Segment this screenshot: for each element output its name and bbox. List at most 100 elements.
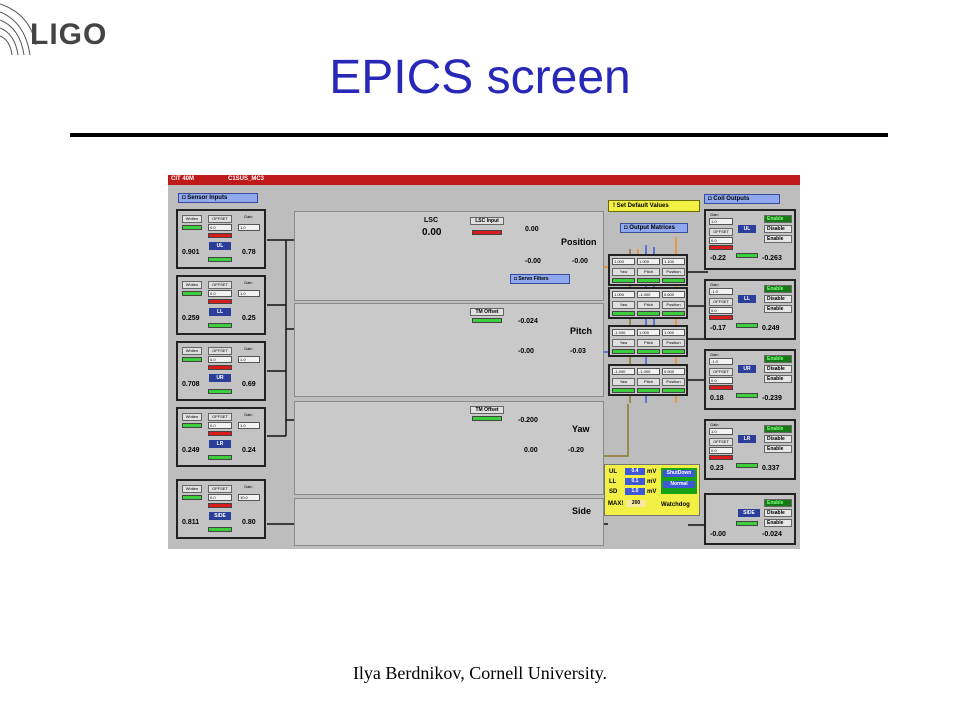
coil-gain-field[interactable]: 1.0 [709,428,733,435]
coil-tag-button[interactable]: UR [738,365,756,373]
coil-offset-field[interactable]: 0.0 [709,307,733,314]
sensor-offset-field[interactable]: 0.0 [208,494,232,501]
output-matrix-label[interactable]: Pitch [637,301,660,309]
coil-enable-button[interactable]: Enable [764,375,792,383]
sensor-gain-field[interactable]: 1.0 [238,356,260,363]
servo-filters-button[interactable]: ◘ Servo Filters [510,274,570,284]
coil-offset-led [709,245,733,250]
sensor-gain-field[interactable]: 10.0 [238,494,260,501]
output-matrix-cell[interactable]: 0.500 [662,368,685,375]
sensor-inputs-button[interactable]: ◘ Sensor Inputs [178,193,258,203]
wd-max-value[interactable]: 200 [626,500,646,507]
whiten-button[interactable]: Whiten [182,281,202,289]
sensor-gain-field[interactable]: 1.0 [238,422,260,429]
coil-offset-button[interactable]: OFFSET [709,298,733,306]
sensor-gain-field[interactable]: 1.0 [238,224,260,231]
coil-tag-button[interactable]: UL [738,225,756,233]
output-matrix-cell[interactable]: 1.100 [662,258,685,265]
sensor-tag-button[interactable]: LL [209,308,231,316]
coil-outputs-button[interactable]: ◘ Coil Outputs [704,194,780,204]
coil-offset-led [709,455,733,460]
output-matrix-label[interactable]: Pitch [637,339,660,347]
offset-button[interactable]: OFFSET [208,347,232,355]
output-matrix-led [662,311,685,316]
wd-row-1-unit: mV [647,479,657,485]
whiten-button[interactable]: Whiten [182,485,202,493]
coil-offset-button[interactable]: OFFSET [709,228,733,236]
coil-tag-button[interactable]: LL [738,295,756,303]
coil-offset-button[interactable]: OFFSET [709,438,733,446]
offset-button[interactable]: OFFSET [208,281,232,289]
output-matrix-label[interactable]: Position [662,378,685,386]
output-matrix-label[interactable]: Yaw [612,378,635,386]
output-matrix-label[interactable]: Yaw [612,268,635,276]
output-matrix-label[interactable]: Pitch [637,268,660,276]
coil-enable-button[interactable]: Enable [764,445,792,453]
output-matrix-cell[interactable]: -1.000 [637,291,660,298]
gain-label: Gain [244,412,253,417]
coil-disable-button[interactable]: Disable [764,509,792,517]
sensor-tag-button[interactable]: UL [209,242,231,250]
shutdown-button[interactable]: ShutDown [663,470,695,477]
sensor-offset-field[interactable]: 0.0 [208,422,232,429]
output-matrix-label[interactable]: Position [662,268,685,276]
sensor-tag-button[interactable]: SIDE [209,512,231,520]
coil-left-value: -0.00 [710,531,726,538]
output-matrix-label[interactable]: Position [662,301,685,309]
output-matrix-label[interactable]: Yaw [612,339,635,347]
output-matrix-cell[interactable]: 1.000 [637,329,660,336]
offset-led [208,299,232,304]
coil-offset-button[interactable]: OFFSET [709,368,733,376]
output-matrix-led [662,388,685,393]
set-default-values-button[interactable]: ! Set Default Values [608,200,700,212]
sensor-tag-button[interactable]: LR [209,440,231,448]
sensor-offset-field[interactable]: 0.0 [208,290,232,297]
coil-offset-field[interactable]: 0.0 [709,377,733,384]
output-matrix-cell[interactable]: 0.600 [662,291,685,298]
sensor-offset-field[interactable]: 0.0 [208,356,232,363]
offset-button[interactable]: OFFSET [208,485,232,493]
coil-gain-field[interactable]: 1.0 [709,218,733,225]
coil-tag-button[interactable]: LR [738,435,756,443]
output-matrix-cell[interactable]: 1.000 [612,291,635,298]
coil-disable-button[interactable]: Disable [764,435,792,443]
output-matrices-button[interactable]: ◘ Output Matrices [620,223,688,233]
coil-enable-button[interactable]: Enable [764,235,792,243]
whiten-button[interactable]: Whiten [182,215,202,223]
offset-button[interactable]: OFFSET [208,413,232,421]
lsc-input-button[interactable]: LSC Input [470,217,504,225]
yaw-tm-offset-button[interactable]: TM Offset [470,406,504,414]
output-matrix-cell[interactable]: 1.000 [637,258,660,265]
whiten-button[interactable]: Whiten [182,347,202,355]
coil-gain-field[interactable]: -1.0 [709,288,733,295]
coil-disable-button[interactable]: Disable [764,225,792,233]
output-matrix-cell[interactable]: -1.000 [637,368,660,375]
pitch-tm-offset-button[interactable]: TM Offset [470,308,504,316]
sensor-offset-field[interactable]: 0.0 [208,224,232,231]
sensor-tag-button[interactable]: UR [209,374,231,382]
sensor-out-led [208,323,232,328]
coil-gain-field[interactable]: -1.0 [709,358,733,365]
coil-offset-field[interactable]: 0.0 [709,447,733,454]
coil-enable-button[interactable]: Enable [764,305,792,313]
sensor-gain-field[interactable]: 1.0 [238,290,260,297]
output-matrix-label[interactable]: Pitch [637,378,660,386]
output-matrix-cell[interactable]: -1.000 [612,329,635,336]
coil-tag-button[interactable]: SIDE [738,509,760,517]
output-matrix-label[interactable]: Yaw [612,301,635,309]
output-matrix-label[interactable]: Position [662,339,685,347]
normal-button[interactable]: Normal [663,481,695,488]
whiten-button[interactable]: Whiten [182,413,202,421]
pitch-label: Pitch [570,326,593,336]
coil-offset-field[interactable]: 0.0 [709,237,733,244]
coil-disable-button[interactable]: Disable [764,295,792,303]
output-matrix-cell[interactable]: 1.000 [612,258,635,265]
output-matrix-cell[interactable]: 1.000 [662,329,685,336]
coil-enable-button[interactable]: Enable [764,519,792,527]
output-matrix-led [662,278,685,283]
output-matrix-cell[interactable]: -1.000 [612,368,635,375]
position-bottom-value: -0.00 [525,258,541,265]
coil-disable-button[interactable]: Disable [764,365,792,373]
offset-button[interactable]: OFFSET [208,215,232,223]
